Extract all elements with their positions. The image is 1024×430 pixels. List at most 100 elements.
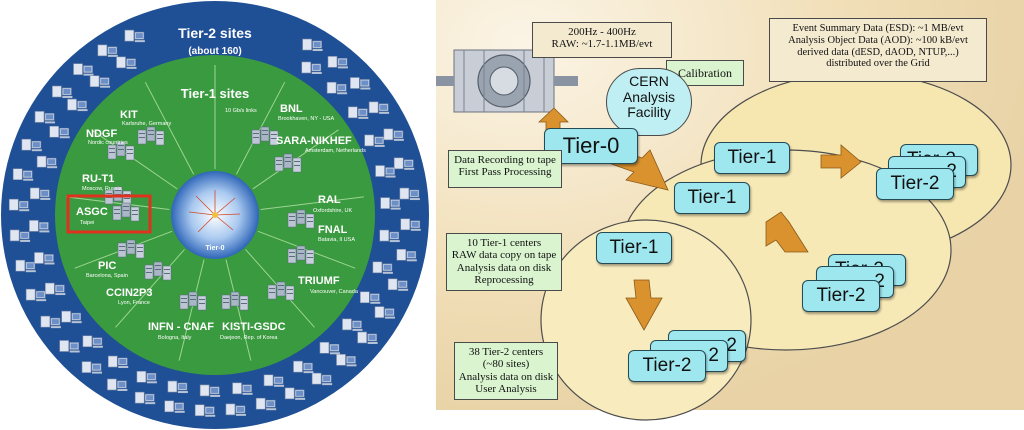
raw-copy-line: RAW data copy on tape xyxy=(451,249,557,262)
site-name: NDGF xyxy=(86,128,117,140)
tier1-box-bottom[interactable]: Tier-1 xyxy=(596,232,672,264)
site-name: SARA-NIKHEF xyxy=(276,135,352,147)
computer-icon xyxy=(82,335,104,349)
computer-icon xyxy=(34,110,56,124)
site-location: Vancouver, Canada xyxy=(310,289,359,295)
tier2-count-line: 38 Tier-2 centers xyxy=(468,346,544,358)
computer-icon xyxy=(225,403,247,417)
site-location: Oxfordshire, UK xyxy=(313,208,352,214)
tier0-label: Tier-0 xyxy=(206,245,225,252)
link-line xyxy=(115,249,185,328)
computer-icon xyxy=(194,404,216,418)
computer-icon xyxy=(400,218,422,232)
site-kisti-gsdc[interactable]: KISTI-GSDC Daejeon, Rep. of Korea xyxy=(220,291,286,341)
derived-line: derived data (dESD, dAOD, NTUP,...) xyxy=(797,46,959,58)
atlas-detector-icon xyxy=(436,49,578,113)
site-location: Taipei xyxy=(80,220,94,226)
site-name: TRIUMF xyxy=(298,275,340,287)
tier1-box-top[interactable]: Tier-1 xyxy=(714,142,790,174)
site-name: RU-T1 xyxy=(82,173,114,185)
site-infn-cnaf[interactable]: INFN - CNAF Bologna, Italy xyxy=(148,291,214,341)
site-fnal[interactable]: FNAL Batavia, Il USA xyxy=(287,224,355,265)
site-triumf[interactable]: TRIUMF Vancouver, Canada xyxy=(267,275,359,301)
asgc-highlight-box xyxy=(66,194,152,234)
site-ru-t1[interactable]: RU-T1 Moscow, Russia xyxy=(82,173,132,206)
computer-icon xyxy=(357,331,379,345)
wlcg-tier-rings-diagram: Tier-2 sites (about 160) Tier-1 sites 10… xyxy=(1,1,429,429)
link-line xyxy=(178,259,205,361)
distributed-line: distributed over the Grid xyxy=(826,58,930,70)
raw-size-line: RAW: ~1.7-1.1MB/evt xyxy=(551,38,653,51)
site-kit[interactable]: KIT Karlsruhe, Germany xyxy=(120,109,171,146)
site-location: Daejeon, Rep. of Korea xyxy=(220,335,278,341)
computer-icon xyxy=(21,138,43,152)
tier2-subtitle: (about 160) xyxy=(188,46,241,57)
computer-icon xyxy=(375,165,397,179)
site-pic[interactable]: PIC Barcelona, Spain xyxy=(86,239,145,279)
rate-box: 200Hz - 400Hz RAW: ~1.7-1.1MB/evt xyxy=(532,22,672,58)
cern-line-1: CERN xyxy=(629,73,669,89)
tier1-centers-box: 10 Tier-1 centers RAW data copy on tape … xyxy=(446,233,562,291)
computer-icon xyxy=(349,77,371,91)
arrow-tier1top-tier2 xyxy=(820,144,862,179)
user-analysis-line: User Analysis xyxy=(475,382,537,395)
computer-icon xyxy=(284,387,306,401)
computer-icon xyxy=(107,355,129,369)
computer-icon xyxy=(359,291,381,305)
tier1-box-middle[interactable]: Tier-1 xyxy=(674,182,750,214)
computer-icon xyxy=(341,318,363,332)
site-location: Brookhaven, NY - USA xyxy=(278,116,334,122)
computer-icon xyxy=(134,391,156,405)
computer-icon xyxy=(327,55,349,69)
arrow-cern-tier0 xyxy=(537,107,569,133)
computer-icon xyxy=(12,168,34,182)
processing-line: First Pass Processing xyxy=(458,166,552,179)
tier0-box[interactable]: Tier-0 xyxy=(544,128,638,164)
site-asgc[interactable]: ASGC Taipei xyxy=(66,194,152,234)
computer-icon xyxy=(124,29,146,43)
computer-icon xyxy=(8,198,30,212)
link-line xyxy=(66,196,170,210)
site-name: CCIN2P3 xyxy=(106,287,152,299)
site-sara-nikhef[interactable]: SARA-NIKHEF Amsterdam, Netherlands xyxy=(274,135,366,173)
computer-icon xyxy=(232,382,254,396)
computer-icon xyxy=(379,229,401,243)
computer-icon xyxy=(89,75,111,89)
tier2-card-front: Tier-2 xyxy=(876,168,954,200)
tier1-links xyxy=(66,65,364,361)
computer-icon xyxy=(347,106,369,120)
computer-icon xyxy=(368,101,390,115)
computer-icon xyxy=(387,278,409,292)
tier2-centers-box: 38 Tier-2 centers (~80 sites) Analysis d… xyxy=(454,342,558,400)
computer-icon xyxy=(36,155,58,169)
site-location: Lyon, France xyxy=(118,300,150,306)
rate-line: 200Hz - 400Hz xyxy=(568,26,636,38)
computer-icon xyxy=(326,81,348,95)
cern-analysis-facility: CERN Analysis Facility xyxy=(606,68,692,136)
aod-line: Analysis Object Data (AOD): ~100 kB/evt xyxy=(788,34,968,46)
cern-line-2: Analysis xyxy=(622,88,676,105)
tier2-card-front: Tier-2 xyxy=(628,350,706,382)
computer-icon xyxy=(301,61,323,75)
site-name: RAL xyxy=(318,194,341,206)
computer-icon xyxy=(73,63,95,77)
computer-icon xyxy=(167,380,189,394)
flow-arrows xyxy=(537,107,862,331)
site-ral[interactable]: RAL Oxfordshire, UK xyxy=(287,194,352,229)
collision-event-icon xyxy=(188,190,241,233)
atlas-computing-model-diagram: 200Hz - 400Hz RAW: ~1.7-1.1MB/evt Calibr… xyxy=(436,0,1024,430)
computer-icon xyxy=(393,157,415,171)
site-bnl[interactable]: BNL Brookhaven, NY - USA xyxy=(251,103,334,146)
computer-icon xyxy=(59,339,81,353)
site-ndgf[interactable]: NDGF Nordic countries xyxy=(86,128,135,161)
computer-icon xyxy=(399,187,421,201)
reprocessing-line: Reprocessing xyxy=(474,273,534,286)
site-location: Barcelona, Spain xyxy=(86,273,128,279)
tier1-title: Tier-1 sites xyxy=(181,86,249,101)
site-name: ASGC xyxy=(76,206,108,218)
site-ccin2p3[interactable]: CCIN2P3 Lyon, France xyxy=(106,261,172,306)
link-line xyxy=(225,259,252,361)
computer-icon xyxy=(302,38,324,52)
tier1-count-line: 10 Tier-1 centers xyxy=(466,237,542,249)
computer-icon xyxy=(136,370,158,384)
